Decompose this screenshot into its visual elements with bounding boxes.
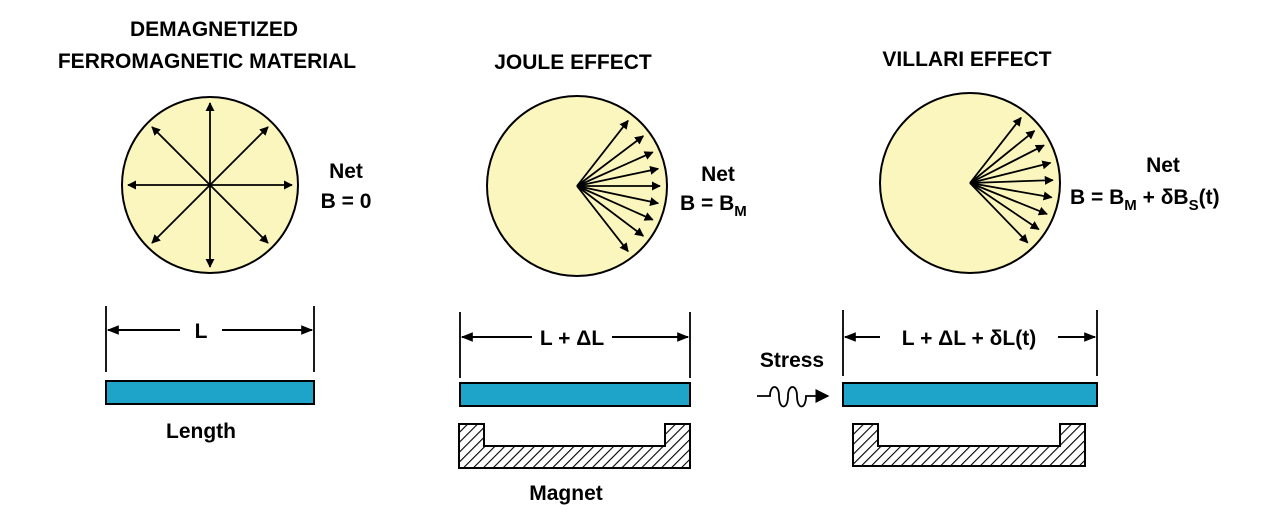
net-label: Net (701, 163, 735, 186)
domain-arrow (151, 126, 211, 186)
domain-arrow (969, 182, 1040, 231)
net-value: B = 0 (321, 190, 372, 213)
panel-demagnetized: DEMAGNETIZED FERROMAGNETIC MATERIAL Net … (58, 18, 372, 443)
panel-joule-effect: JOULE EFFECT Net B = BM L + ΔL Magnet (458, 51, 747, 505)
domain-arrow (576, 151, 654, 187)
domain-arrow (151, 184, 211, 244)
net-label: Net (1146, 154, 1180, 177)
magnet (458, 423, 691, 469)
bar-caption: Magnet (529, 482, 603, 505)
rod (459, 382, 691, 407)
domain-arrow (969, 182, 1048, 216)
domain-arrow (576, 185, 660, 207)
length-label: L + ΔL + δL(t) (902, 327, 1036, 350)
net-value: B = BM (680, 192, 747, 220)
length-label: L + ΔL (540, 327, 604, 350)
length-label: L (195, 320, 208, 343)
domain-arrow (969, 160, 1052, 184)
panel1-title-line1: DEMAGNETIZED (130, 18, 298, 41)
domain-arrow (576, 165, 660, 187)
domain-arrow (576, 185, 629, 253)
domain-arrow (969, 144, 1045, 184)
domain-arrows (969, 116, 1054, 244)
net-label: Net (329, 160, 363, 183)
domain-arrow (969, 182, 1029, 244)
panel-villari-effect: VILLARI EFFECT Net B = BM + δBS(t) L + Δ… (757, 48, 1220, 467)
domain-arrow (576, 185, 645, 237)
domain-arrow (209, 126, 269, 186)
domain-arrow (969, 116, 1022, 184)
panel1-title-line2: FERROMAGNETIC MATERIAL (58, 50, 356, 73)
magnet (852, 423, 1086, 467)
domain-arrow (969, 175, 1054, 185)
stress-wave-icon (757, 386, 830, 408)
net-value: B = BM + δBS(t) (1070, 186, 1220, 214)
rod (105, 380, 315, 405)
panel3-title: VILLARI EFFECT (882, 48, 1051, 71)
bar-caption: Length (166, 420, 236, 443)
domain-arrow (969, 130, 1036, 184)
rod (842, 382, 1098, 407)
domain-arrows (127, 102, 293, 268)
stress-label: Stress (760, 349, 824, 372)
domain-arrow (576, 185, 654, 221)
domain-arrow (209, 184, 269, 244)
domain-arrow (576, 135, 645, 187)
domain-arrows (576, 119, 661, 253)
domain-arrow (969, 182, 1053, 201)
domain-arrow (576, 119, 629, 187)
panel2-title: JOULE EFFECT (494, 51, 652, 74)
